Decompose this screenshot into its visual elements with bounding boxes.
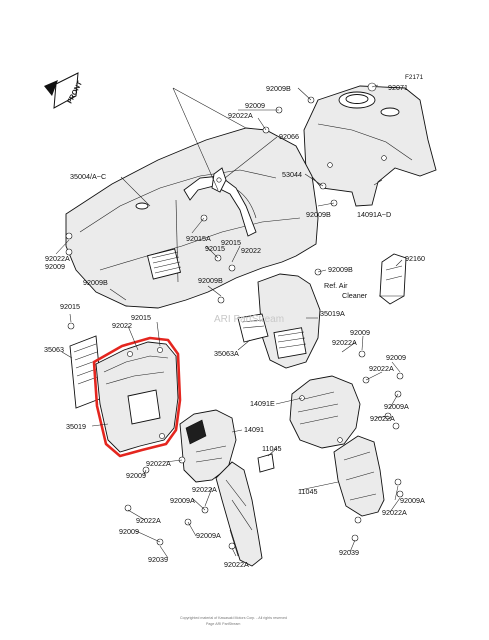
- part-label: 92022A: [332, 338, 357, 347]
- watermark: ARI PartStream: [214, 314, 284, 325]
- part-label: 92009A: [384, 402, 409, 411]
- part-label: 53044: [282, 170, 302, 179]
- part-label: 92022A: [382, 508, 407, 517]
- side-cover-14091: [179, 409, 237, 483]
- part-label: 92071: [388, 83, 408, 92]
- part-label: 92015: [221, 238, 241, 247]
- part-label: 92022A: [224, 560, 249, 569]
- part-label: 92066: [279, 132, 299, 141]
- air-cleaner-ref-part: [379, 253, 407, 305]
- bracket-part: [211, 167, 227, 193]
- part-label: 92160: [405, 254, 425, 263]
- highlight-outline: [92, 336, 182, 458]
- part-label: 92022A: [136, 516, 161, 525]
- part-label: 35019: [66, 422, 86, 431]
- figure-code: F2171: [405, 74, 424, 81]
- part-label: 92015: [131, 313, 151, 322]
- part-label: 35063A: [214, 349, 239, 358]
- part-label: 35063: [44, 345, 64, 354]
- part-label: 92009A: [400, 496, 425, 505]
- part-label: 92039: [148, 555, 168, 564]
- ref-note-line1: Ref. Air: [324, 281, 348, 290]
- ref-note-line2: Cleaner: [342, 291, 368, 300]
- part-label: 92009B: [328, 265, 353, 274]
- inner-fender-35019: [92, 336, 182, 458]
- bolt-icons: [65, 96, 404, 550]
- part-label: 92009: [119, 527, 139, 536]
- part-label: 14091E: [250, 399, 275, 408]
- part-label: 92039: [339, 548, 359, 557]
- part-label: 92022A: [370, 414, 395, 423]
- side-cover-14091e: [289, 375, 361, 449]
- fender-flap-35019a: [257, 273, 321, 369]
- leader-lines: [55, 84, 404, 559]
- part-label: 92015A: [186, 234, 211, 243]
- part-label: 14091: [244, 425, 264, 434]
- tank-cover-part: [303, 82, 437, 207]
- footer-line-2: Page ARI PartStream: [206, 622, 240, 626]
- part-label: 92022A: [146, 459, 171, 468]
- part-label: 92022: [241, 246, 261, 255]
- front-arrow-icon: FRONT: [44, 72, 84, 109]
- part-label: 92009: [245, 101, 265, 110]
- plate-35063a: [237, 313, 269, 343]
- part-label: 92009: [45, 262, 65, 271]
- part-label: 92022A: [192, 485, 217, 494]
- mudflap-35063: [69, 335, 103, 409]
- part-labels: 92009B 92071 92009 92022A 92066 35004/A~…: [44, 83, 425, 569]
- part-label: 92009: [350, 328, 370, 337]
- part-label: 92009A: [196, 531, 221, 540]
- part-label: 92015: [60, 302, 80, 311]
- part-label: 92009B: [306, 210, 331, 219]
- part-label: 92009A: [170, 496, 195, 505]
- bracket-11045: [257, 453, 275, 473]
- part-label: 14091A~D: [357, 210, 391, 219]
- part-label: 11045: [262, 444, 281, 453]
- part-label: 92022A: [45, 254, 70, 263]
- part-label: 11045: [298, 487, 317, 496]
- part-label: 92009B: [83, 278, 108, 287]
- part-label: 92015: [205, 244, 225, 253]
- part-label: 92022A: [228, 111, 253, 120]
- part-label: 92009B: [198, 276, 223, 285]
- rear-fender-part: [333, 435, 385, 517]
- part-label: 92022A: [369, 364, 394, 373]
- rear-mudguard-lower: [215, 461, 263, 567]
- part-label: 92009: [126, 471, 146, 480]
- footer-line-1: Copyrighted material of Kawasaki Motors …: [180, 616, 287, 620]
- part-label: 35004/A~C: [70, 172, 106, 181]
- part-label: 92022: [112, 321, 132, 330]
- part-label: 35019A: [320, 309, 345, 318]
- part-label: 92009B: [266, 84, 291, 93]
- part-label: 92009: [386, 353, 406, 362]
